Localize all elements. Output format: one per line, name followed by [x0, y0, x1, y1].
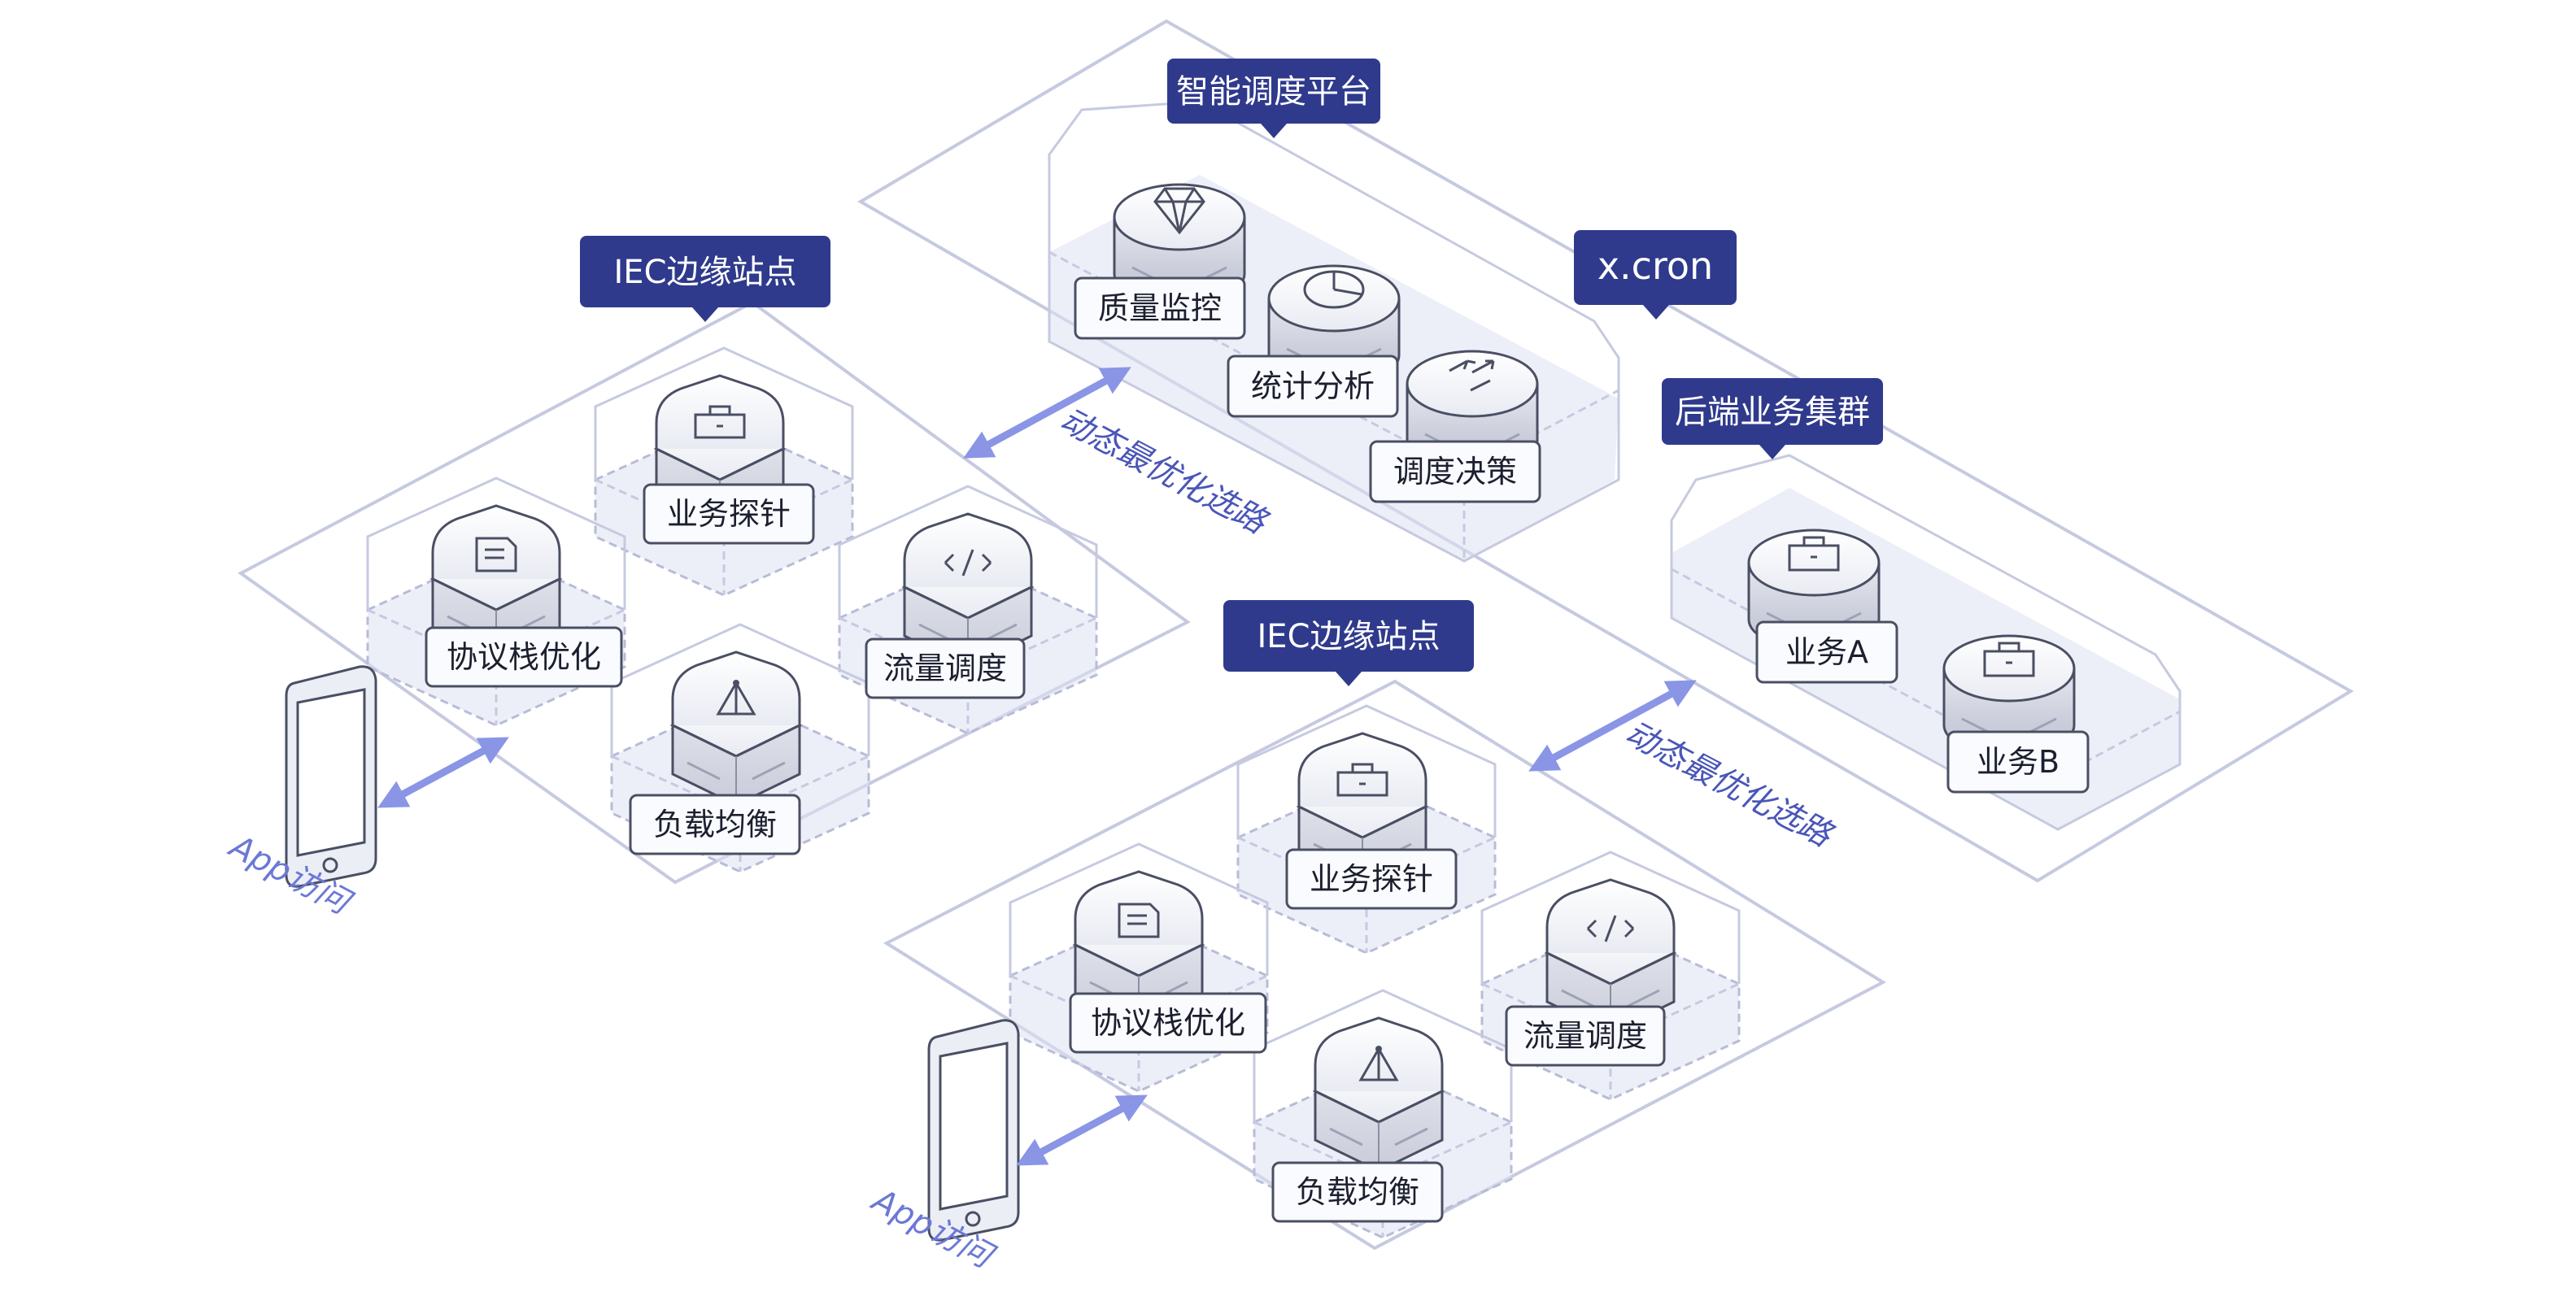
svg-text:流量调度: 流量调度	[883, 650, 1007, 686]
svg-text:业务探针: 业务探针	[667, 496, 791, 532]
phone-icon	[285, 665, 377, 888]
svg-text:业务探针: 业务探针	[1310, 861, 1433, 897]
edge-site-1-title-tag: IEC边缘站点	[580, 236, 830, 322]
quality-monitor-label: 质量监控	[1074, 276, 1246, 340]
svg-text:业务B: 业务B	[1977, 744, 2059, 780]
edge-2-protocol-label: 协议栈优化	[1069, 992, 1267, 1054]
svg-text:IEC边缘站点: IEC边缘站点	[1257, 618, 1441, 655]
stats-analysis-label: 统计分析	[1227, 355, 1399, 418]
svg-text:x.cron: x.cron	[1597, 244, 1713, 288]
phone-icon	[927, 1019, 1020, 1242]
edge-1-probe-label: 业务探针	[643, 483, 815, 545]
svg-text:协议栈优化: 协议栈优化	[447, 639, 601, 675]
service-a-label: 业务A	[1755, 620, 1898, 684]
backend-title-tag: 后端业务集群	[1662, 378, 1883, 459]
edge-site-2-title-tag: IEC边缘站点	[1223, 600, 1474, 686]
code-icon	[944, 549, 992, 577]
platform-title-tag: 智能调度平台	[1167, 59, 1380, 138]
svg-text:后端业务集群: 后端业务集群	[1675, 394, 1870, 431]
svg-text:质量监控: 质量监控	[1098, 290, 1222, 326]
document-icon	[1118, 903, 1160, 938]
edge-1-protocol-label: 协议栈优化	[425, 626, 623, 688]
svg-text:调度决策: 调度决策	[1393, 454, 1517, 490]
edge-2-traffic-label: 流量调度	[1505, 1005, 1666, 1067]
pie-chart-icon	[1303, 270, 1365, 309]
svg-text:统计分析: 统计分析	[1251, 368, 1375, 404]
route-2-label: 动态最优化选路	[1619, 714, 1839, 855]
dispatch-decision-label: 调度决策	[1369, 440, 1541, 503]
edge-1-balance-label: 负载均衡	[629, 794, 801, 855]
edge-2-balance-label: 负载均衡	[1271, 1161, 1444, 1223]
svg-text:负载均衡: 负载均衡	[1296, 1174, 1419, 1210]
decision-arrows-icon	[1449, 359, 1495, 392]
service-b-label: 业务B	[1946, 730, 2090, 794]
triangle-network-icon	[1358, 1046, 1399, 1081]
diamond-icon	[1153, 187, 1205, 235]
edge-1-balance-node	[671, 650, 801, 807]
route-1-arrow	[963, 367, 1131, 459]
briefcase-icon	[1983, 642, 2035, 677]
triangle-network-icon	[716, 680, 756, 716]
route-2-arrow	[1528, 680, 1697, 772]
code-icon	[1586, 915, 1635, 942]
briefcase-icon	[694, 405, 746, 439]
svg-text:协议栈优化: 协议栈优化	[1091, 1005, 1245, 1041]
edge-2-balance-node	[1314, 1016, 1444, 1173]
xcron-tag: x.cron	[1574, 230, 1737, 320]
edge-site-1-base-outline	[238, 300, 1191, 885]
edge-site-2-base-outline	[883, 679, 1887, 1251]
svg-text:流量调度: 流量调度	[1523, 1018, 1647, 1054]
app-2-arrow	[1016, 1094, 1148, 1166]
svg-text:业务A: 业务A	[1785, 634, 1868, 670]
svg-text:智能调度平台: 智能调度平台	[1176, 73, 1371, 111]
document-icon	[475, 537, 517, 572]
edge-2-probe-label: 业务探针	[1285, 848, 1458, 910]
briefcase-icon	[1788, 536, 1840, 572]
backend-base-outline	[857, 19, 2354, 883]
briefcase-icon	[1336, 763, 1388, 797]
edge-1-traffic-label: 流量调度	[865, 637, 1026, 699]
svg-text:负载均衡: 负载均衡	[653, 807, 777, 842]
svg-text:IEC边缘站点: IEC边缘站点	[614, 254, 797, 291]
app-1-arrow	[377, 737, 509, 808]
